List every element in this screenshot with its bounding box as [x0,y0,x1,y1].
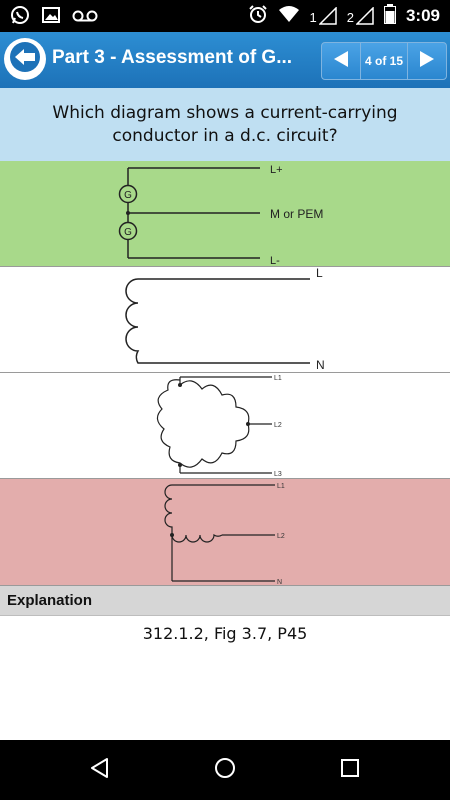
label-l2: L2 [277,533,285,540]
label-l-minus: L- [270,255,280,266]
voicemail-icon [72,7,98,28]
generator-1-label: G [124,190,132,201]
diagram-three-phase-delta: L1 L2 L3 [156,375,282,478]
question-pager: 4 of 15 [321,42,447,80]
label-l: L [316,267,323,280]
home-circle-icon [213,756,237,784]
wifi-icon [278,5,300,27]
explanation-heading: Explanation [7,592,93,609]
explanation-text: 312.1.2, Fig 3.7, P45 [142,624,308,643]
explanation-header: Explanation [0,586,450,616]
nav-recents-button[interactable] [335,755,365,785]
alarm-icon [248,4,268,28]
nav-back-button[interactable] [85,755,115,785]
arrow-left-icon [8,40,42,78]
answer-option-4[interactable]: L1 L2 N [0,479,450,586]
back-triangle-icon [88,756,112,784]
label-l-plus: L+ [270,164,283,176]
page-title: Part 3 - Assessment of G... [52,47,293,68]
recents-square-icon [339,757,361,783]
generator-2-label: G [124,227,132,238]
label-n: N [277,579,282,585]
system-navigation-bar [0,740,450,800]
diagram-dc-circuit: G G L+ M or PEM L- [118,164,323,266]
status-bar: 1 2 3:09 [0,0,450,32]
next-button[interactable] [408,43,446,79]
answer-option-3[interactable]: L1 L2 L3 [0,373,450,479]
label-l1: L1 [277,483,285,490]
page-indicator: 4 of 15 [360,43,408,79]
signal-icon-2: 2 [347,7,374,25]
label-l2: L2 [274,422,282,429]
back-button[interactable] [4,38,46,80]
question-panel: Which diagram shows a current-carrying c… [0,88,450,161]
sim1-label: 1 [309,10,317,25]
sim2-label: 2 [346,10,354,25]
triangle-right-icon [419,50,435,72]
signal-icon: 1 [310,7,337,25]
answer-option-2[interactable]: L N [0,267,450,373]
app-header: Part 3 - Assessment of G... 4 of 15 [0,32,450,89]
diagram-single-phase-coil: L N [125,267,325,372]
triangle-left-icon [333,50,349,72]
diagram-two-phase-coil: L1 L2 N [164,483,285,585]
question-text: Which diagram shows a current-carrying c… [52,102,398,146]
label-m-or-pem: M or PEM [270,207,323,221]
image-icon [42,6,60,29]
nav-home-button[interactable] [210,755,240,785]
label-l3: L3 [274,471,282,478]
label-l1: L1 [274,375,282,382]
answer-option-1[interactable]: G G L+ M or PEM L- [0,161,450,267]
battery-icon [383,4,396,28]
previous-button[interactable] [322,43,360,79]
clock: 3:09 [405,6,440,25]
whatsapp-icon [10,5,30,30]
label-n: N [316,358,325,372]
